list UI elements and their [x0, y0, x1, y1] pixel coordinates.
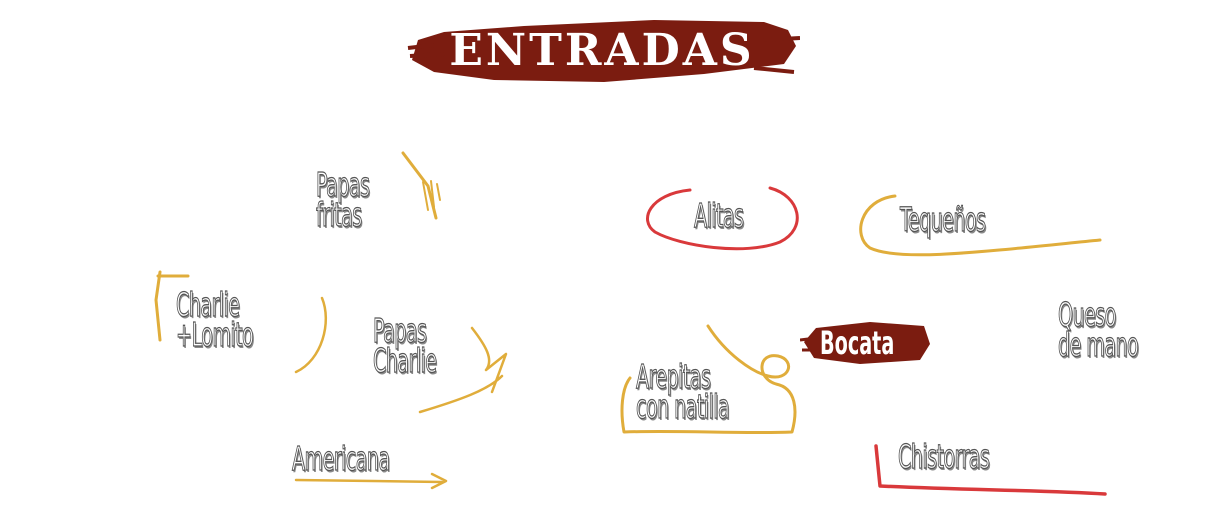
page-title: ENTRADAS — [449, 25, 755, 76]
menu-item-bocata: Bocata — [820, 324, 895, 362]
menu-item-americana: Americana — [292, 439, 391, 478]
menu-item-alitas: Alitas — [694, 196, 745, 235]
brush-stroke-background — [407, 20, 801, 82]
gold-loop-doodle — [620, 324, 797, 435]
gold-swoosh-doodle — [859, 194, 1102, 257]
gold-zigzag-doodle — [418, 326, 508, 414]
title-banner: ENTRADAS — [404, 10, 801, 92]
bocata-brush-background — [800, 322, 930, 364]
red-bracket-doodle — [874, 444, 1107, 496]
red-circle-doodle — [646, 186, 799, 251]
menu-item-chistorras: Chistorras — [898, 437, 991, 476]
gold-arc-doodle — [294, 296, 327, 374]
gold-bracket-doodle — [154, 270, 190, 342]
menu-item-charlie-lomito: Charlie+Lomito — [176, 285, 255, 354]
menu-item-tequenos: Tequeños — [900, 200, 987, 239]
gold-underline-doodle — [294, 472, 448, 490]
gold-zigzag-doodle — [422, 180, 441, 211]
